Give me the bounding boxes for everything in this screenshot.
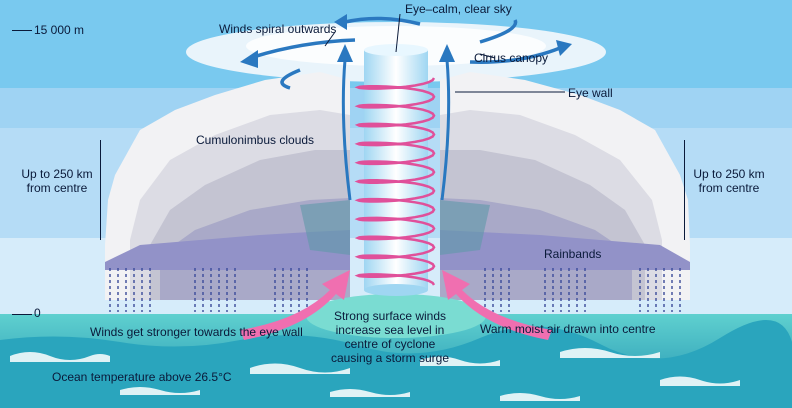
updraft-arrows — [341, 59, 451, 201]
altitude-top-label: 15 000 m — [34, 23, 85, 37]
eye-wall-spiral — [354, 77, 436, 286]
altitude-zero-label: 0 — [34, 306, 41, 320]
range-left-line — [100, 140, 101, 240]
storm-surge-dome — [306, 294, 486, 338]
range-right-label: Up to 250 km from centre — [693, 167, 765, 195]
outflow-arrows — [249, 16, 561, 90]
cirrus-canopy-label: Cirrus canopy — [474, 51, 549, 65]
ocean-temperature-label: Ocean temperature above 26.5°C — [52, 370, 232, 384]
pointer-lines — [324, 13, 565, 93]
cloud-mass-left — [105, 72, 350, 300]
inflow-arrows — [240, 270, 552, 340]
rainbands-label: Rainbands — [544, 247, 602, 261]
altitude-top-tick — [12, 30, 32, 31]
cloud-mass-right — [440, 72, 690, 300]
winds-stronger-label: Winds get stronger towards the eye wall — [90, 325, 303, 339]
warm-air-label: Warm moist air drawn into centre — [480, 322, 656, 336]
range-right-line — [684, 140, 685, 240]
rain-streaks — [109, 268, 681, 312]
altitude-zero-tick — [12, 314, 32, 315]
winds-outward-label: Winds spiral outwards — [219, 22, 337, 36]
eye-wall-label: Eye wall — [568, 86, 613, 100]
eye-label: Eye–calm, clear sky — [405, 2, 512, 16]
cumulonimbus-label: Cumulonimbus clouds — [196, 133, 315, 147]
range-left-label: Up to 250 km from centre — [21, 167, 93, 195]
storm-surge-label: Strong surface winds increase sea level … — [330, 309, 450, 365]
wave-foam — [10, 348, 740, 401]
